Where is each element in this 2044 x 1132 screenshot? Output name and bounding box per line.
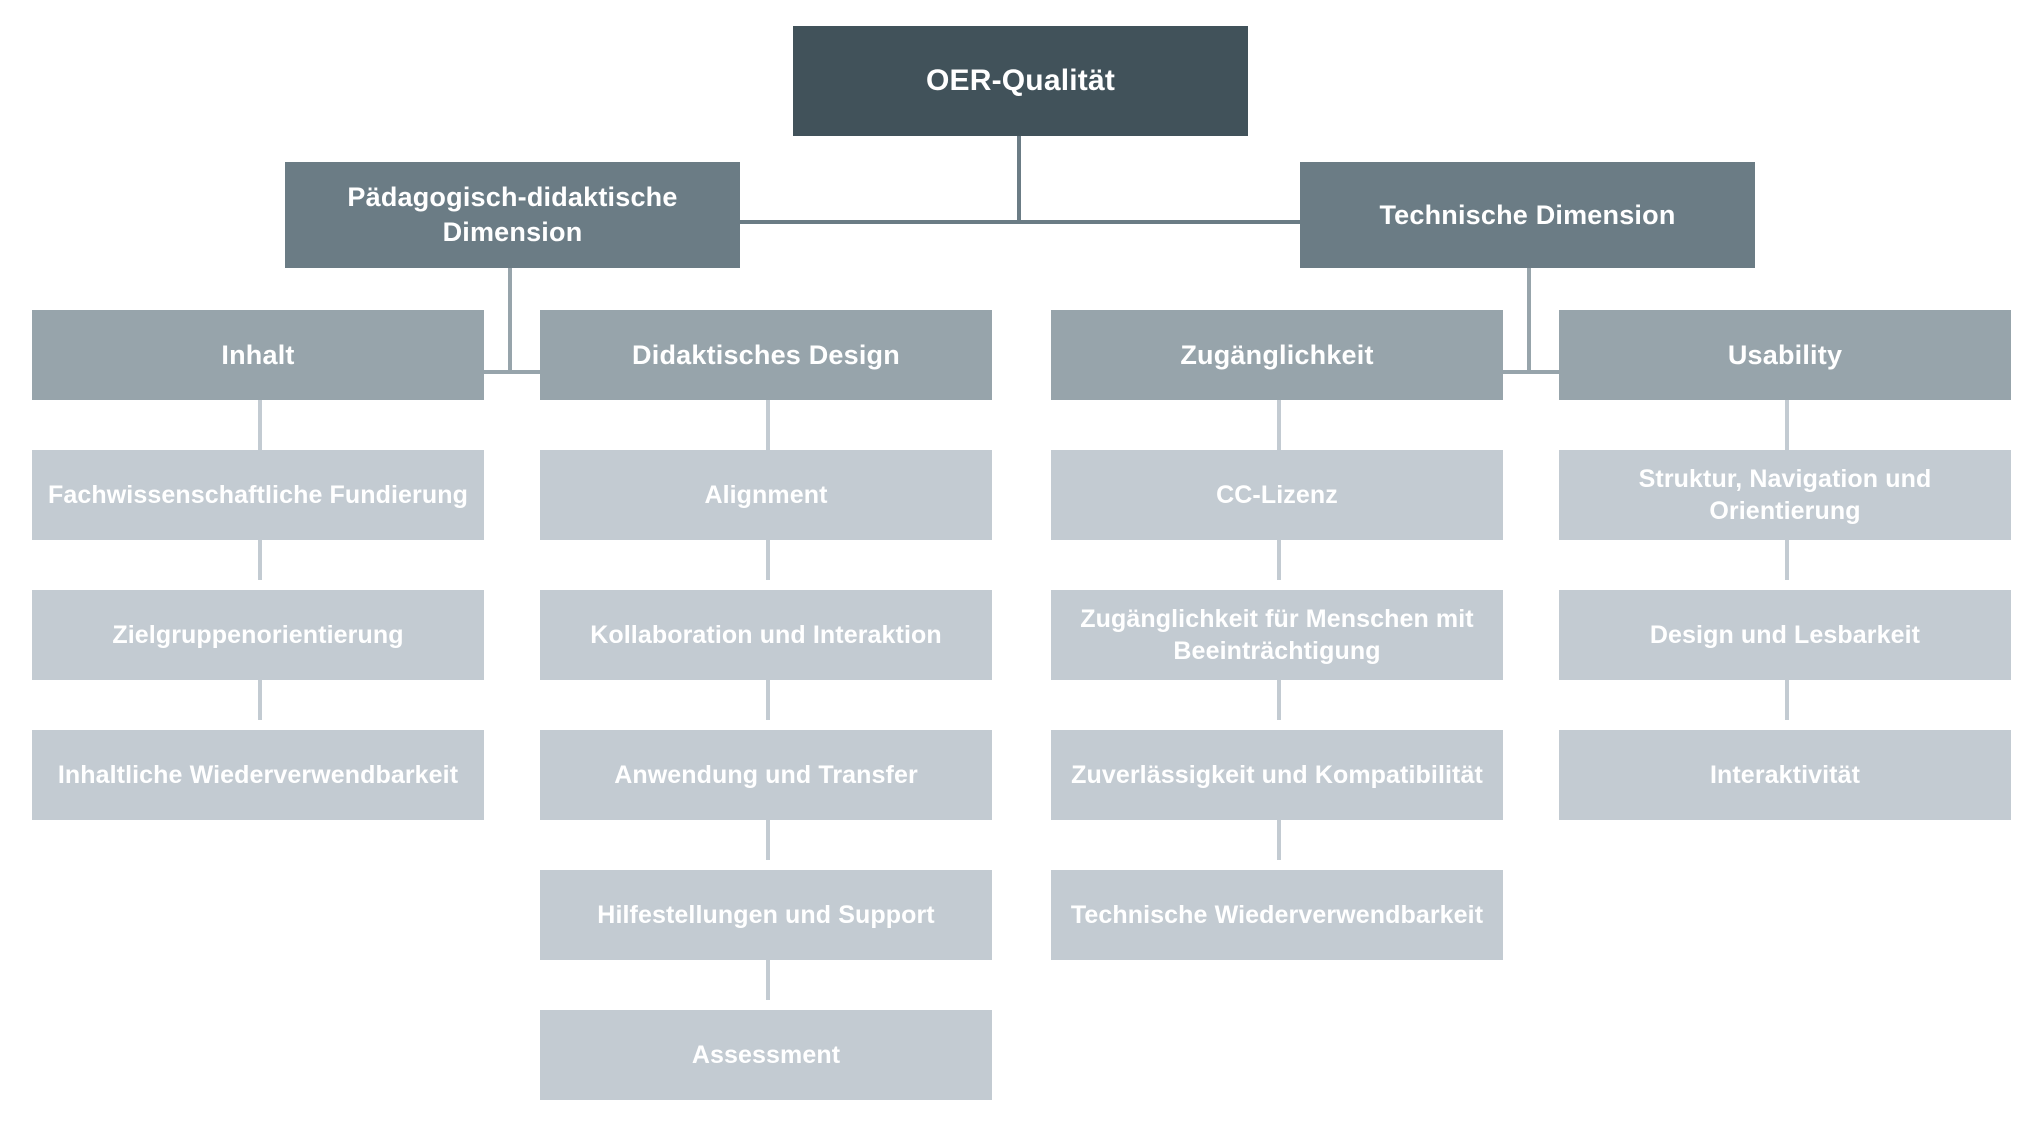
node-zugaenglichkeit-fuer-menschen-mit-beeintraechtigung[interactable]: Zugänglichkeit für Menschen mit Beeinträ…: [1051, 590, 1503, 680]
node-label: Fachwissenschaftliche Fundierung: [48, 481, 468, 509]
node-kollaboration-und-interaktion[interactable]: Kollaboration und Interaktion: [540, 590, 992, 680]
connector-didaktik-stem-1: [766, 400, 770, 450]
node-label: Usability: [1727, 339, 1843, 370]
connector-inhalt-stem-3: [258, 680, 262, 720]
connector-inhalt-stem-1: [258, 400, 262, 450]
node-alignment[interactable]: Alignment: [540, 450, 992, 540]
connector-zugaenglichkeit-stem-3: [1277, 680, 1281, 720]
node-anwendung-und-transfer[interactable]: Anwendung und Transfer: [540, 730, 992, 820]
node-label: Pädagogisch-didaktische Dimension: [347, 182, 678, 247]
node-label: Anwendung und Transfer: [614, 761, 918, 789]
node-design-und-lesbarkeit[interactable]: Design und Lesbarkeit: [1559, 590, 2011, 680]
node-label: OER-Qualität: [925, 63, 1116, 97]
node-label: Inhaltliche Wiederverwendbarkeit: [57, 761, 459, 789]
node-label: Technische Dimension: [1379, 199, 1676, 230]
connector-zugaenglichkeit-stem-2: [1277, 540, 1281, 580]
node-zugaenglichkeit[interactable]: Zugänglichkeit: [1051, 310, 1503, 400]
node-inhaltliche-wiederverwendbarkeit[interactable]: Inhaltliche Wiederverwendbarkeit: [32, 730, 484, 820]
connector-usability-stem-2: [1785, 540, 1789, 580]
node-label: Kollaboration und Interaktion: [590, 621, 942, 649]
connector-inhalt-stem-2: [258, 540, 262, 580]
node-usability[interactable]: Usability: [1559, 310, 2011, 400]
node-zielgruppenorientierung[interactable]: Zielgruppenorientierung: [32, 590, 484, 680]
node-label: Hilfestellungen und Support: [597, 901, 935, 929]
connector-didaktik-stem-2: [766, 540, 770, 580]
node-label: Zugänglichkeit: [1180, 339, 1374, 370]
node-technische-dimension[interactable]: Technische Dimension: [1300, 162, 1755, 268]
node-zuverlaessigkeit-und-kompatibilitaet[interactable]: Zuverlässigkeit und Kompatibilität: [1051, 730, 1503, 820]
node-label: CC-Lizenz: [1216, 481, 1338, 509]
connector-didaktik-stem-3: [766, 680, 770, 720]
node-technische-wiederverwendbarkeit[interactable]: Technische Wiederverwendbarkeit: [1051, 870, 1503, 960]
node-didaktisches-design[interactable]: Didaktisches Design: [540, 310, 992, 400]
node-label: Alignment: [704, 481, 828, 509]
connector-usability-stem-1: [1785, 400, 1789, 450]
node-oer-qualitaet[interactable]: OER-Qualität: [793, 26, 1248, 136]
node-label: Technische Wiederverwendbarkeit: [1070, 901, 1484, 929]
node-label: Zielgruppenorientierung: [112, 621, 404, 649]
node-label: Didaktisches Design: [632, 339, 900, 370]
node-label: Assessment: [691, 1041, 841, 1069]
node-hilfestellungen-und-support[interactable]: Hilfestellungen und Support: [540, 870, 992, 960]
node-label: Struktur, Navigation und Orientierung: [1638, 465, 1932, 525]
connector-root-stem: [1017, 136, 1021, 222]
connector-dimension-bus: [730, 220, 1306, 224]
connector-didaktik-stem-4: [766, 820, 770, 860]
node-cc-lizenz[interactable]: CC-Lizenz: [1051, 450, 1503, 540]
node-label: Interaktivität: [1709, 761, 1861, 789]
connector-didaktik-stem-5: [766, 960, 770, 1000]
connector-zugaenglichkeit-stem-1: [1277, 400, 1281, 450]
node-label: Inhalt: [221, 339, 295, 370]
node-label: Zugänglichkeit für Menschen mit Beeinträ…: [1080, 605, 1474, 665]
connector-right-dimension-stem: [1527, 268, 1531, 374]
node-assessment[interactable]: Assessment: [540, 1010, 992, 1100]
node-label: Zuverlässigkeit und Kompatibilität: [1071, 761, 1483, 789]
node-inhalt[interactable]: Inhalt: [32, 310, 484, 400]
node-fachwissenschaftliche-fundierung[interactable]: Fachwissenschaftliche Fundierung: [32, 450, 484, 540]
connector-left-category-bus: [258, 370, 766, 374]
connector-usability-stem-3: [1785, 680, 1789, 720]
node-interaktivitaet[interactable]: Interaktivität: [1559, 730, 2011, 820]
connector-right-category-bus: [1277, 370, 1785, 374]
node-label: Design und Lesbarkeit: [1649, 621, 1921, 649]
node-struktur-navigation-und-orientierung[interactable]: Struktur, Navigation und Orientierung: [1559, 450, 2011, 540]
connector-left-dimension-stem: [508, 268, 512, 374]
node-paedagogisch-didaktische-dimension[interactable]: Pädagogisch-didaktische Dimension: [285, 162, 740, 268]
connector-zugaenglichkeit-stem-4: [1277, 820, 1281, 860]
